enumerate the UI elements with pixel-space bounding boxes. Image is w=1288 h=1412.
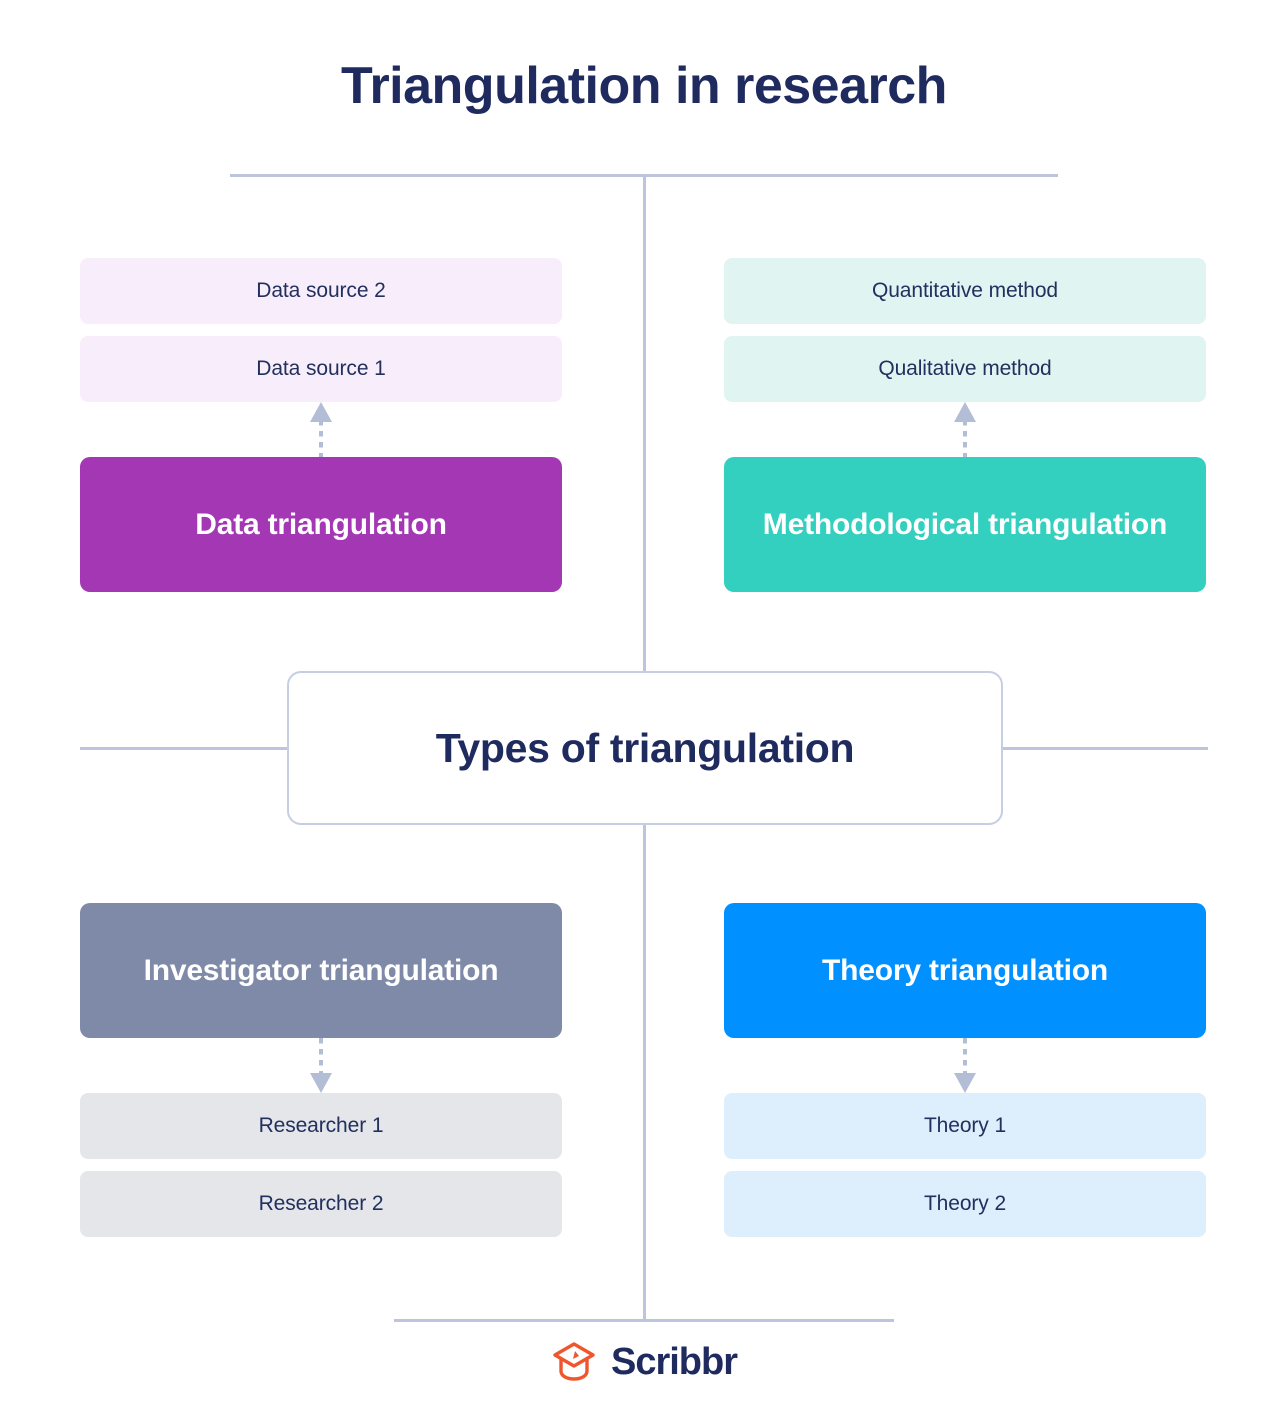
center-node-types-of-triangulation[interactable]: Types of triangulation	[287, 671, 1003, 825]
leaf-node-researcher-1[interactable]: Researcher 1	[80, 1093, 562, 1159]
divider-left-horizontal	[80, 747, 289, 750]
center-node-label: Types of triangulation	[435, 724, 855, 771]
divider-right-horizontal	[1001, 747, 1208, 750]
leaf-node-data-source-2[interactable]: Data source 2	[80, 258, 562, 324]
arrow-up-method	[724, 402, 1206, 457]
leaf-node-theory-1[interactable]: Theory 1	[724, 1093, 1206, 1159]
main-node-methodological-triangulation[interactable]: Methodological triangulation	[724, 457, 1206, 592]
leaf-node-theory-2[interactable]: Theory 2	[724, 1171, 1206, 1237]
footer-brand: Scribbr	[0, 1340, 1288, 1384]
arrow-up-data	[80, 402, 562, 457]
arrow-shaft	[963, 1038, 967, 1075]
leaf-spacer	[80, 1159, 562, 1171]
quadrant-investigator-triangulation: Investigator triangulation Researcher 1 …	[80, 903, 562, 1237]
leaf-node-data-source-1[interactable]: Data source 1	[80, 336, 562, 402]
divider-top-vertical	[643, 174, 646, 672]
leaf-node-qualitative-method[interactable]: Qualitative method	[724, 336, 1206, 402]
main-node-data-triangulation[interactable]: Data triangulation	[80, 457, 562, 592]
graduation-cap-icon	[553, 1342, 595, 1381]
arrow-head-icon	[954, 402, 976, 422]
divider-bottom-vertical	[643, 823, 646, 1321]
arrow-shaft	[963, 420, 967, 457]
leaf-spacer	[724, 1159, 1206, 1171]
arrow-head-icon	[310, 402, 332, 422]
arrow-head-icon	[954, 1073, 976, 1093]
arrow-down-theory	[724, 1038, 1206, 1093]
page-title: Triangulation in research	[341, 57, 947, 115]
leaf-spacer	[724, 324, 1206, 336]
leaf-node-researcher-2[interactable]: Researcher 2	[80, 1171, 562, 1237]
quadrant-data-triangulation: Data source 2 Data source 1 Data triangu…	[80, 258, 562, 592]
main-node-theory-triangulation[interactable]: Theory triangulation	[724, 903, 1206, 1038]
leaf-spacer	[80, 324, 562, 336]
arrow-shaft	[319, 1038, 323, 1075]
arrow-head-icon	[310, 1073, 332, 1093]
leaf-node-quantitative-method[interactable]: Quantitative method	[724, 258, 1206, 324]
quadrant-methodological-triangulation: Quantitative method Qualitative method M…	[724, 258, 1206, 592]
arrow-down-investigator	[80, 1038, 562, 1093]
quadrant-theory-triangulation: Theory triangulation Theory 1 Theory 2	[724, 903, 1206, 1237]
divider-bottom-horizontal	[394, 1319, 894, 1322]
main-node-investigator-triangulation[interactable]: Investigator triangulation	[80, 903, 562, 1038]
arrow-shaft	[319, 420, 323, 457]
brand-name: Scribbr	[610, 1340, 738, 1383]
